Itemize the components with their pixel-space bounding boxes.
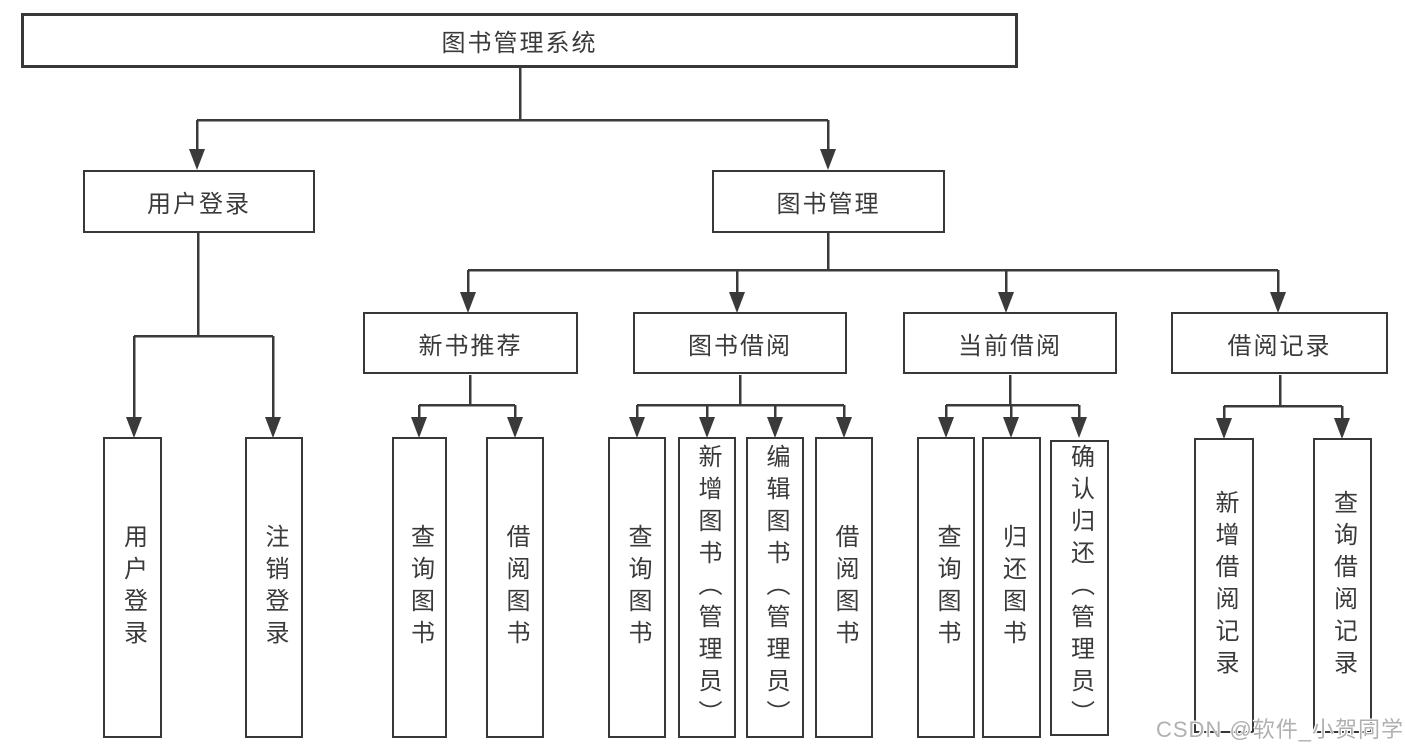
leaf-logout: 注销登录: [245, 437, 303, 738]
leaf-query-borrow-record-label: 查询借阅记录: [1329, 489, 1357, 682]
leaf-query-books-2: 查询图书: [608, 437, 666, 738]
tree-edges: [132, 68, 1344, 421]
node-book-management-label: 图书管理: [776, 191, 881, 218]
leaf-user-login-label: 用户登录: [119, 523, 147, 652]
arrowheads: [126, 149, 1350, 439]
leaf-query-books-3: 查询图书: [917, 437, 975, 738]
leaf-add-book-admin: 新增图书（管理员）: [678, 437, 736, 738]
leaf-user-login: 用户登录: [103, 437, 162, 738]
leaf-query-books-1: 查询图书: [392, 437, 447, 738]
node-book-management: 图书管理: [712, 170, 945, 233]
node-root: 图书管理系统: [21, 13, 1018, 68]
leaf-borrow-books-1-label: 借阅图书: [502, 523, 529, 652]
leaf-borrow-books-1: 借阅图书: [486, 437, 544, 738]
leaf-borrow-books-2: 借阅图书: [815, 437, 873, 738]
leaf-confirm-return-admin: 确认归还（管理员）: [1050, 440, 1109, 736]
leaf-edit-book-admin-label: 编辑图书（管理员）: [762, 443, 789, 732]
leaf-confirm-return-admin-label: 确认归还（管理员）: [1066, 444, 1094, 732]
node-new-book-recommendation-label: 新书推荐: [418, 332, 523, 360]
leaf-query-borrow-record: 查询借阅记录: [1313, 438, 1372, 733]
node-new-book-recommendation: 新书推荐: [363, 312, 578, 374]
node-borrowing-records: 借阅记录: [1171, 312, 1388, 374]
leaf-add-book-admin-label: 新增图书（管理员）: [694, 443, 721, 732]
leaf-add-borrow-record-label: 新增借阅记录: [1211, 489, 1238, 682]
node-book-borrowing: 图书借阅: [633, 312, 847, 374]
node-borrowing-records-label: 借阅记录: [1227, 332, 1332, 360]
watermark: CSDN @软件_小贺同学: [1156, 717, 1405, 742]
node-book-borrowing-label: 图书借阅: [688, 332, 792, 360]
node-current-borrowing-label: 当前借阅: [958, 332, 1062, 360]
leaf-return-books-label: 归还图书: [998, 523, 1026, 652]
leaf-query-books-3-label: 查询图书: [933, 523, 960, 652]
leaf-logout-label: 注销登录: [261, 523, 288, 652]
node-current-borrowing: 当前借阅: [903, 312, 1117, 374]
leaf-borrow-books-2-label: 借阅图书: [831, 523, 858, 652]
node-root-label: 图书管理系统: [441, 30, 598, 57]
leaf-return-books: 归还图书: [982, 437, 1041, 738]
leaf-query-books-2-label: 查询图书: [624, 523, 651, 652]
leaf-query-books-1-label: 查询图书: [406, 523, 434, 652]
node-user-login-label: 用户登录: [147, 191, 251, 218]
leaf-edit-book-admin: 编辑图书（管理员）: [746, 437, 804, 738]
leaf-add-borrow-record: 新增借阅记录: [1194, 438, 1254, 733]
node-user-login: 用户登录: [83, 170, 315, 233]
